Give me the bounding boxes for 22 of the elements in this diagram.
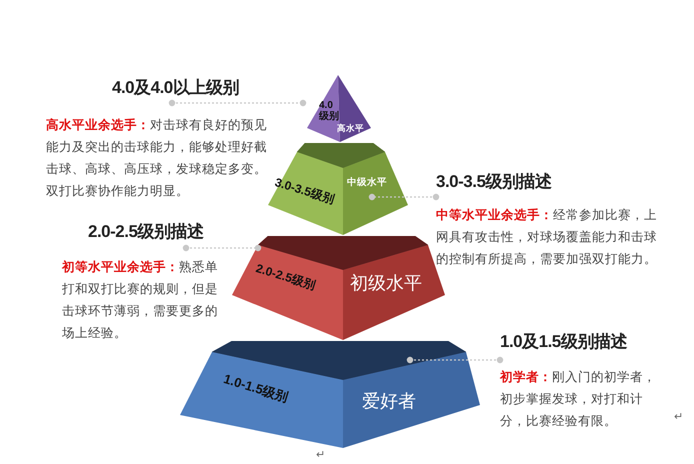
description-text: 初等水平业余选手：熟悉单打和双打比赛的规则，但是击球环节薄弱，需要更多的场上经验。	[62, 259, 219, 342]
section-heading: 4.0及4.0以上级别	[112, 77, 239, 99]
level-label: 2.0-2.5级别	[254, 262, 317, 292]
tier-title: 高水平	[337, 124, 364, 134]
tier-title: 初级水平	[350, 274, 422, 294]
leader-line	[406, 356, 504, 364]
leader-line	[368, 194, 440, 200]
leader-line	[182, 244, 262, 252]
paragraph-mark: ↵	[674, 410, 684, 423]
section-heading: 3.0-3.5级别描述	[436, 171, 552, 193]
description-text: 中等水平业余选手：经常参加比赛，上网具有攻击性，对球场覆盖能力和击球的控制有所提高，需要加强双打能力。	[436, 207, 658, 268]
leader-line	[168, 100, 306, 106]
tier-title: 中级水平	[347, 178, 387, 188]
level-label: 1.0-1.5级别	[222, 372, 290, 404]
description-text: 初学者：刚入门的初学者，初步掌握发球，对打和计分，比赛经验有限。	[500, 369, 657, 430]
level-label: 3.0-3.5级别	[273, 176, 336, 206]
section-heading: 2.0-2.5级别描述	[88, 221, 204, 243]
description-text: 高水平业余选手：对击球有良好的预见能力及突出的击球能力，能够处理好截击球、高球、高压球，发球稳定多变。双打比赛协作能力明显。	[46, 117, 268, 200]
paragraph-mark: ↵	[316, 448, 326, 461]
level-label: 4.0级别	[319, 101, 340, 122]
section-heading: 1.0及1.5级别描述	[500, 331, 627, 353]
tier-title: 爱好者	[362, 392, 416, 412]
